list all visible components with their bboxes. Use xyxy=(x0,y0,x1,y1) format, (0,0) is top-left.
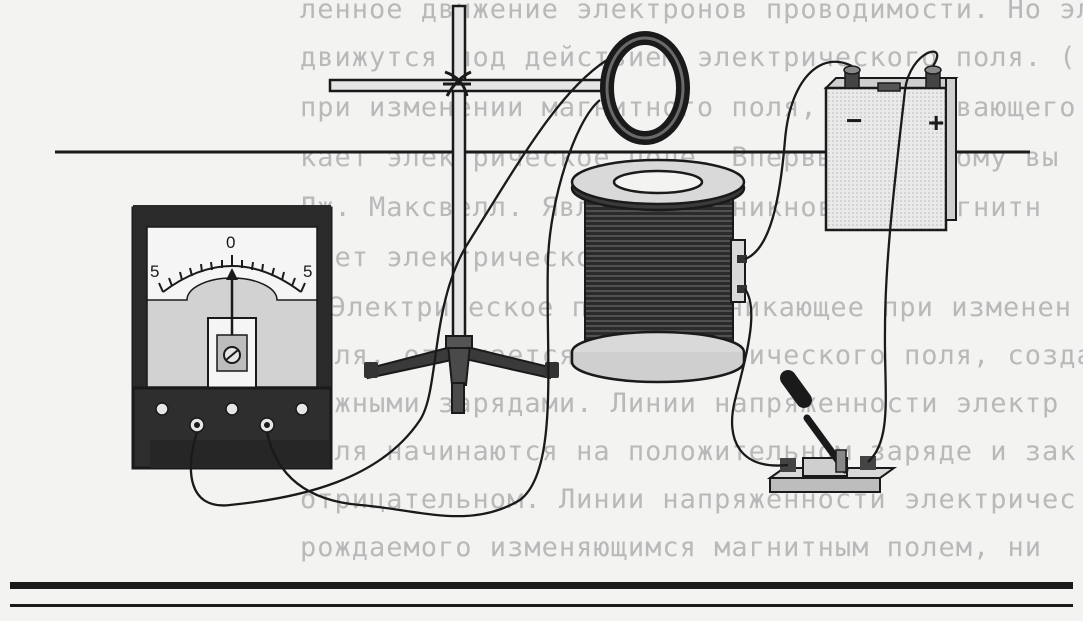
background-text-line: движутся под действием электрического по… xyxy=(300,42,1077,73)
lab-stand xyxy=(328,4,612,414)
battery-minus-label: − xyxy=(846,105,862,136)
scale-zero-label: 0 xyxy=(226,233,235,252)
background-text-line: поля начинаются на положительном заряде … xyxy=(300,436,1077,467)
connecting-wires xyxy=(189,50,939,518)
battery: − + xyxy=(823,65,959,232)
background-text-line: ленное движение электронов проводимости.… xyxy=(300,0,1083,25)
background-text-line: рождаемого изменяющимся магнитным полем,… xyxy=(300,532,1042,563)
scale-left-label: 5 xyxy=(150,262,159,281)
background-text-line: отрицательном. Линии напряженности элект… xyxy=(300,484,1077,515)
battery-plus-label: + xyxy=(928,107,944,138)
knife-switch xyxy=(766,370,898,493)
ring-coil xyxy=(600,31,690,145)
galvanometer: 5 0 5 xyxy=(131,205,333,470)
coil-spool xyxy=(570,158,747,384)
scale-right-label: 5 xyxy=(303,262,312,281)
bottom-double-rule xyxy=(10,582,1073,607)
